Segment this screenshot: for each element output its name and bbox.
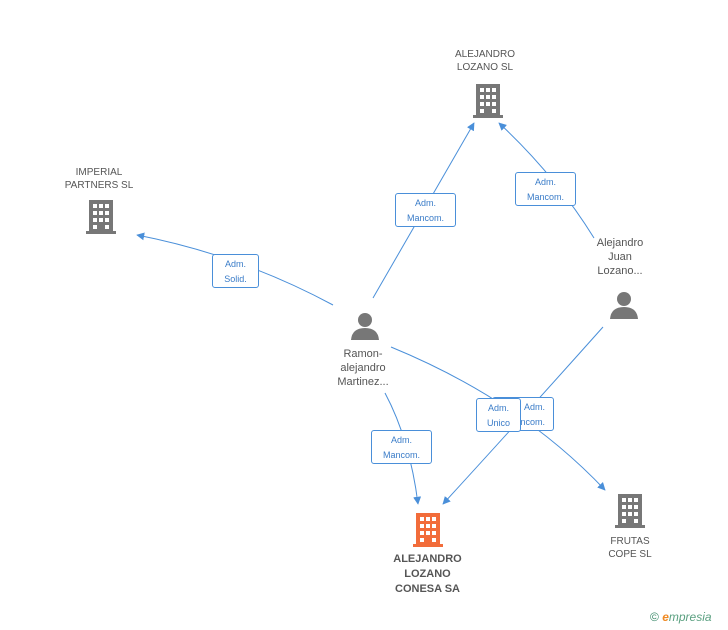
person-icon-ramon[interactable] xyxy=(350,312,380,340)
node-label-frutas-cope[interactable]: FRUTAS COPE SL xyxy=(608,536,652,560)
node-label-imperial-partners[interactable]: IMPERIAL PARTNERS SL xyxy=(64,167,134,191)
node-label-alejandro-juan[interactable]: Alejandro Juan Lozano... xyxy=(596,237,644,277)
building-icon-alejandro-lozano-sl[interactable] xyxy=(473,84,503,118)
node-label-alejandro-lozano-conesa[interactable]: ALEJANDRO LOZANO CONESA SA xyxy=(393,553,462,595)
relation-box-ramon-to-conesa[interactable]: Adm. Mancom. xyxy=(371,430,432,464)
relation-box-ramon-to-lozano-sl[interactable]: Adm. Mancom. xyxy=(395,193,456,227)
footer-brand: © empresia xyxy=(650,610,712,624)
brand-logo-e: e xyxy=(662,610,669,624)
relation-box-juan-to-conesa[interactable]: Adm. Unico xyxy=(476,398,521,432)
person-icon-alejandro-juan[interactable] xyxy=(609,291,639,319)
node-label-alejandro-lozano-sl[interactable]: ALEJANDRO LOZANO SL xyxy=(454,49,515,73)
relation-box-ramon-to-imperial[interactable]: Adm. Solid. xyxy=(212,254,259,288)
building-icon-alejandro-lozano-conesa[interactable] xyxy=(413,513,443,547)
node-label-ramon[interactable]: Ramon- alejandro Martinez... xyxy=(337,348,389,388)
building-icon-imperial-partners[interactable] xyxy=(86,200,116,234)
building-icon-frutas-cope[interactable] xyxy=(615,494,645,528)
relation-box-juan-to-lozano-sl[interactable]: Adm. Mancom. xyxy=(515,172,576,206)
brand-name: mpresia xyxy=(668,610,712,624)
copyright-symbol: © xyxy=(650,610,659,624)
